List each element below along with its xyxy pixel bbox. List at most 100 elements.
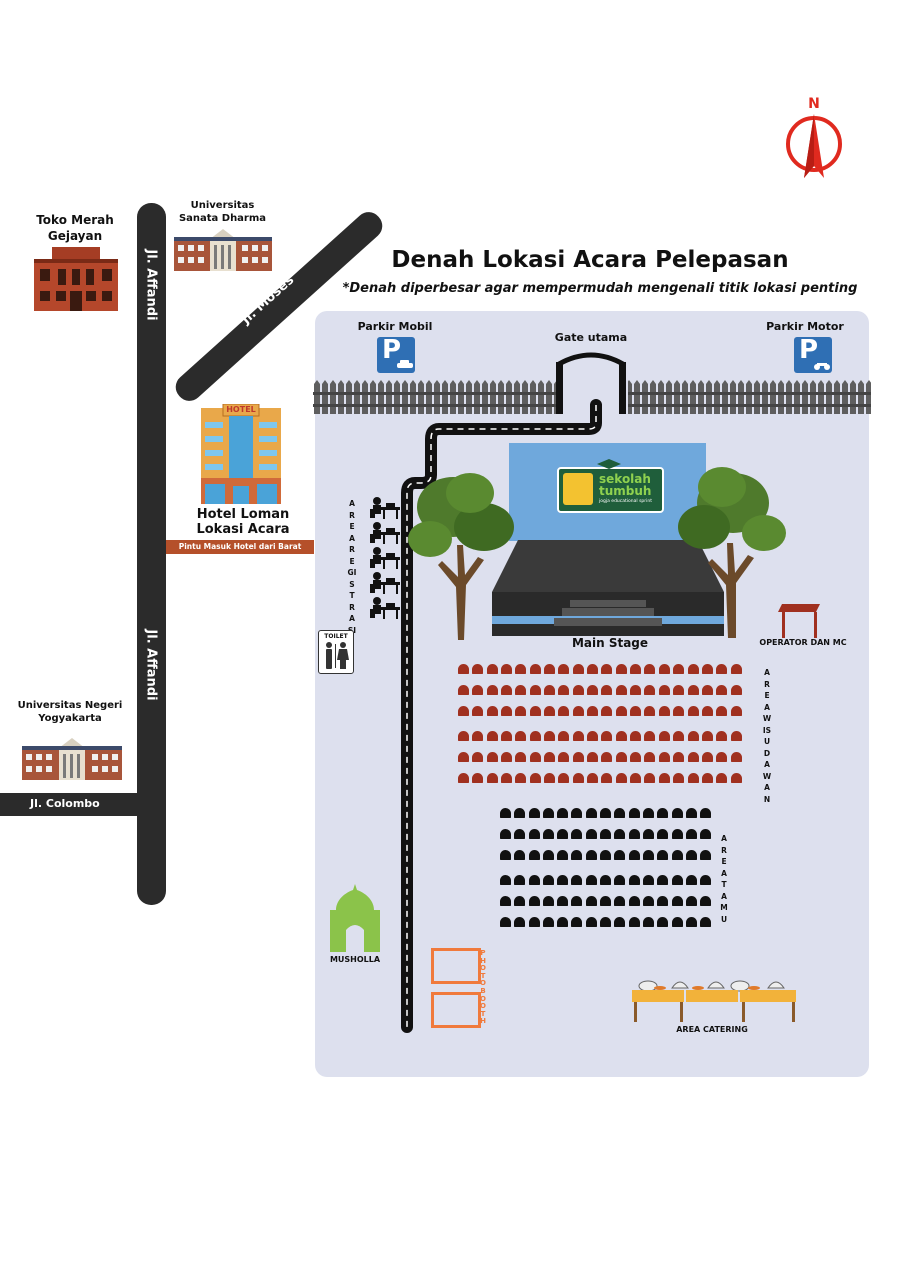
chair-icon	[614, 875, 626, 885]
musholla-label: MUSHOLLA	[329, 955, 381, 964]
chair-icon	[500, 850, 511, 860]
tree-right-icon	[678, 467, 786, 638]
chair-icon	[630, 664, 642, 674]
chair-icon	[685, 850, 697, 860]
chair-icon	[558, 706, 570, 716]
chair-icon	[658, 706, 670, 716]
chair-icon	[642, 917, 654, 927]
chair-icon	[585, 896, 597, 906]
chair-icon	[557, 917, 569, 927]
chair-icon	[542, 875, 554, 885]
chair-icon	[514, 850, 526, 860]
chair-icon	[472, 773, 484, 783]
chair-icon	[628, 829, 640, 839]
chair-icon	[542, 808, 554, 818]
chair-icon	[657, 917, 669, 927]
chair-icon	[585, 850, 597, 860]
chair-icon	[716, 731, 728, 741]
chair-icon	[544, 664, 556, 674]
graduation-cap-icon	[597, 459, 621, 469]
chair-icon	[514, 808, 526, 818]
chair-icon	[458, 685, 469, 695]
chair-icon	[501, 664, 513, 674]
registration-desk-icon	[370, 497, 400, 519]
chair-icon	[571, 896, 583, 906]
chair-icon	[671, 896, 683, 906]
chair-icon	[716, 664, 728, 674]
catering-label: AREA CATERING	[676, 1025, 748, 1034]
chair-icon	[642, 850, 654, 860]
chair-icon	[557, 896, 569, 906]
parkir-motor-label: Parkir Motor	[766, 320, 844, 333]
registration-desk-icon	[370, 547, 400, 569]
chair-icon	[587, 731, 599, 741]
chair-icon	[630, 731, 642, 741]
chair-icon	[601, 664, 613, 674]
chair-icon	[544, 731, 556, 741]
chair-icon	[701, 752, 713, 762]
chair-icon	[716, 706, 728, 716]
parkir-motor-icon: P	[794, 335, 832, 373]
chair-icon	[458, 731, 469, 741]
chair-icon	[701, 731, 713, 741]
sanata-dharma-label: Universitas Sanata Dharma	[178, 200, 267, 224]
chair-icon	[501, 752, 513, 762]
chair-icon	[587, 773, 599, 783]
chair-icon	[657, 875, 669, 885]
chair-icon	[571, 850, 583, 860]
chair-icon	[515, 685, 527, 695]
chair-icon	[486, 731, 498, 741]
operator-table-icon	[778, 604, 820, 638]
hotel-entrance-bar	[166, 540, 314, 554]
chair-icon	[486, 664, 498, 674]
parkir-mobil-icon: P	[377, 335, 415, 373]
musholla-icon	[330, 884, 380, 952]
chair-icon	[529, 731, 541, 741]
chair-icon	[571, 917, 583, 927]
chair-icon	[458, 706, 469, 716]
registration-desk-icon	[370, 522, 400, 544]
chair-icon	[544, 706, 556, 716]
hotel-building-icon	[201, 404, 281, 504]
chair-icon	[601, 706, 613, 716]
chair-icon	[628, 896, 640, 906]
chair-icon	[514, 875, 526, 885]
area-registrasi-label: AREAREGISTRASI	[347, 499, 357, 635]
chair-icon	[716, 685, 728, 695]
chair-icon	[558, 664, 570, 674]
chair-icon	[630, 706, 642, 716]
chair-icon	[685, 875, 697, 885]
page-subtitle: *Denah diperbesar agar mempermudah menge…	[342, 281, 858, 296]
chair-icon	[673, 731, 685, 741]
chair-icon	[673, 773, 685, 783]
tree-left-icon	[408, 473, 514, 640]
wisudawan-seating	[458, 664, 742, 783]
chair-icon	[600, 829, 612, 839]
chair-icon	[687, 685, 699, 695]
chair-icon	[630, 773, 642, 783]
chair-icon	[600, 896, 612, 906]
chair-icon	[716, 773, 728, 783]
chair-icon	[558, 752, 570, 762]
chair-icon	[642, 829, 654, 839]
chair-icon	[528, 917, 540, 927]
chair-icon	[642, 896, 654, 906]
chair-icon	[658, 752, 670, 762]
chair-icon	[458, 664, 469, 674]
chair-icon	[642, 875, 654, 885]
chair-icon	[601, 752, 613, 762]
chair-icon	[701, 685, 713, 695]
chair-icon	[730, 706, 742, 716]
chair-icon	[600, 808, 612, 818]
toilet-icon	[326, 642, 349, 669]
chair-icon	[644, 706, 656, 716]
road-jl-colombo	[0, 793, 145, 816]
chair-icon	[587, 664, 599, 674]
chair-icon	[614, 829, 626, 839]
chair-icon	[700, 917, 712, 927]
road-label-affandi-top: Jl. Affandi	[143, 249, 159, 321]
chair-icon	[601, 685, 613, 695]
chair-icon	[685, 829, 697, 839]
chair-icon	[644, 685, 656, 695]
chair-icon	[657, 808, 669, 818]
